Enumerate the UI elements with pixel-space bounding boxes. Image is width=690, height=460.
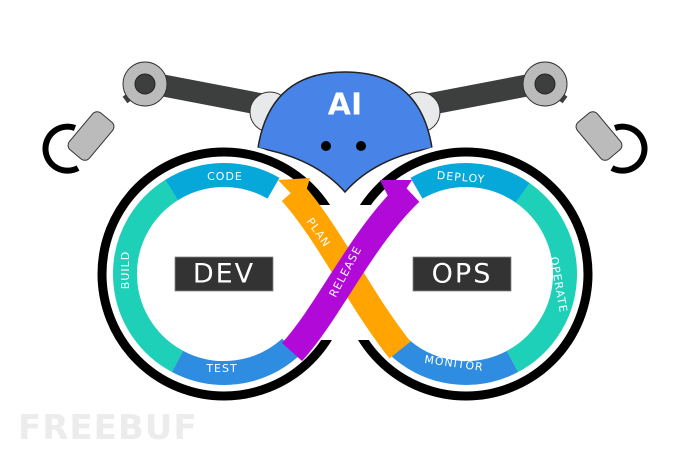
watermark: FREEBUF: [18, 408, 198, 448]
monitor-arc: [387, 335, 519, 385]
dev-box: DEV: [174, 256, 274, 292]
test-arc: [171, 338, 299, 385]
stage-test: TEST: [205, 362, 237, 375]
release-arrowhead: [380, 180, 412, 208]
eye-icon: [356, 141, 366, 151]
claw-icon: [610, 123, 648, 174]
code-arc: [165, 163, 280, 201]
claw-icon: [42, 123, 80, 174]
ai-label: AI: [328, 88, 362, 123]
ops-box: OPS: [412, 256, 512, 292]
build-arc: [113, 179, 184, 373]
ops-label: OPS: [432, 259, 493, 290]
stage-arcs: [113, 163, 577, 385]
stage-build: BUILD: [119, 251, 132, 289]
stage-deploy: DEPLOY: [436, 169, 486, 186]
stage-code: CODE: [207, 170, 243, 183]
eye-icon: [321, 141, 331, 151]
operate-arc: [506, 183, 577, 373]
plan-arrowhead: [278, 178, 310, 205]
deploy-arc: [410, 163, 530, 203]
dev-label: DEV: [193, 259, 255, 290]
release-ribbon: [281, 182, 420, 362]
